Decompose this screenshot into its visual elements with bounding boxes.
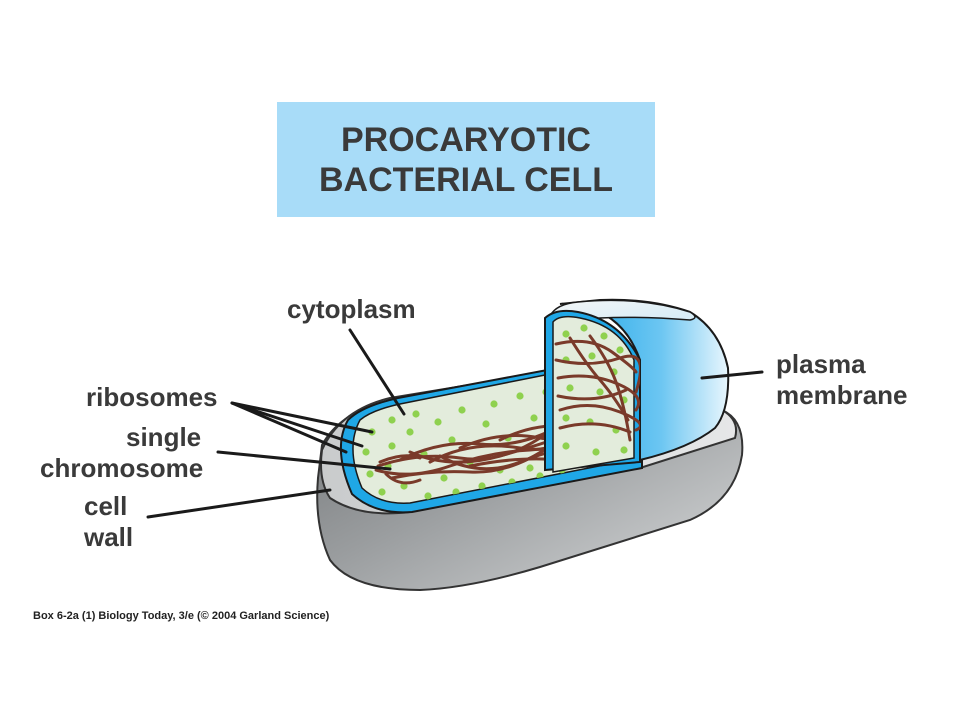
plasma-membrane-cap: [544, 298, 730, 473]
label-cell: cell: [84, 491, 128, 521]
cap-chromosome: [554, 334, 640, 442]
cell-wall-leader: [146, 488, 332, 519]
label-membrane: membrane: [776, 380, 908, 410]
title-box: PROCARYOTIC BACTERIAL CELL: [277, 102, 655, 217]
label-plasma: plasma: [776, 349, 866, 379]
label-wall: wall: [84, 522, 134, 552]
cap-ribosomes: [562, 324, 628, 456]
leader-lines: [146, 328, 764, 519]
single-chromosome-leader: [216, 450, 392, 471]
ribosomes-leader-3: [230, 401, 348, 454]
label-single: single: [126, 422, 202, 452]
title-line-2: BACTERIAL CELL: [318, 160, 614, 199]
ribosomes-leader-1: [230, 401, 374, 434]
figure-caption: Box 6-2a (1) Biology Today, 3/e (© 2004 …: [33, 610, 330, 622]
title-line-1: PROCARYOTIC: [341, 120, 591, 159]
label-chromosome: chromosome: [40, 453, 204, 483]
label-cytoplasm: cytoplasm: [287, 294, 416, 324]
cytoplasm-leader: [348, 328, 406, 416]
label-ribosomes: ribosomes: [86, 382, 218, 412]
plasma-membrane-leader: [700, 370, 764, 380]
ribosomes-leader-2: [230, 401, 364, 448]
